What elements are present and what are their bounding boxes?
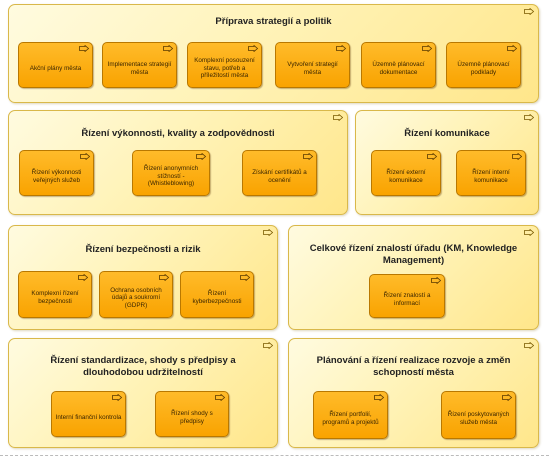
function-box[interactable]: Řízení interní komunikace: [456, 150, 526, 196]
group-communication: Řízení komunikace Řízení externí komunik…: [355, 110, 539, 215]
function-label: Řízení portfolií, programů a projektů: [322, 410, 379, 426]
function-label: Řízení anonymních stížností - (Whistlebl…: [143, 165, 199, 188]
function-label: Ochrana osobních údajů a soukromí (GDPR): [110, 286, 162, 309]
function-label: Implementace strategií města: [107, 60, 172, 76]
function-box[interactable]: Řízení výkonnosti veřejných služeb: [19, 150, 94, 196]
function-box[interactable]: Akční plány města: [18, 42, 93, 88]
function-arrow-icon: [163, 45, 173, 52]
function-label: Vytvoření strategií města: [287, 60, 338, 76]
function-box[interactable]: Řízení shody s předpisy: [155, 391, 229, 437]
function-label: Akční plány města: [29, 64, 82, 72]
function-box[interactable]: Implementace strategií města: [102, 42, 177, 88]
group-title: Řízení výkonnosti, kvality a zodpovědnos…: [81, 128, 275, 139]
function-arrow-icon: [374, 394, 384, 401]
function-label: Řízení poskytovaných služeb města: [447, 410, 510, 426]
group-development-planning: Plánování a řízení realizace rozvoje a z…: [288, 338, 539, 448]
function-box[interactable]: Řízení portfolií, programů a projektů: [313, 391, 388, 439]
function-box[interactable]: Řízení kyberbezpečnosti: [180, 271, 254, 318]
function-arrow-icon: [263, 229, 273, 236]
function-box[interactable]: Územně plánovací podklady: [446, 42, 521, 88]
function-arrow-icon: [524, 342, 534, 349]
group-strategy-preparation: Příprava strategií a politik Akční plány…: [8, 4, 539, 103]
group-knowledge-management: Celkové řízení znalostí úřadu (KM, Knowl…: [288, 225, 539, 330]
function-box[interactable]: Ochrana osobních údajů a soukromí (GDPR): [99, 271, 173, 318]
group-title: Řízení bezpečnosti a rizik: [85, 244, 201, 255]
function-arrow-icon: [512, 153, 522, 160]
function-box[interactable]: Řízení znalostí a informací: [369, 274, 445, 318]
group-title: Příprava strategií a politik: [215, 16, 332, 27]
group-standardization-compliance: Řízení standardizace, shody s předpisy a…: [8, 338, 278, 448]
function-box[interactable]: Interní finanční kontrola: [51, 391, 126, 437]
function-box[interactable]: Získání certifikátů a ocenění: [242, 150, 317, 196]
function-arrow-icon: [524, 229, 534, 236]
divider: [0, 455, 549, 456]
function-box[interactable]: Komplexní posouzení stavu, potřeb a příl…: [187, 42, 262, 88]
function-arrow-icon: [422, 45, 432, 52]
function-label: Interní finanční kontrola: [55, 413, 122, 421]
function-arrow-icon: [507, 45, 517, 52]
function-label: Řízení výkonnosti veřejných služeb: [31, 168, 82, 184]
function-box[interactable]: Vytvoření strategií města: [275, 42, 350, 88]
function-arrow-icon: [112, 394, 122, 401]
group-title: Celkové řízení znalostí úřadu (KM, Knowl…: [309, 243, 518, 266]
function-label: Řízení externí komunikace: [386, 168, 426, 184]
function-arrow-icon: [333, 114, 343, 121]
group-title: Plánování a řízení realizace rozvoje a z…: [316, 355, 511, 378]
group-title: Řízení standardizace, shody s předpisy a…: [50, 355, 236, 378]
function-box[interactable]: Řízení poskytovaných služeb města: [441, 391, 516, 439]
function-box[interactable]: Řízení externí komunikace: [371, 150, 441, 196]
function-arrow-icon: [263, 342, 273, 349]
function-arrow-icon: [427, 153, 437, 160]
function-label: Řízení shody s předpisy: [171, 409, 213, 425]
group-title: Řízení komunikace: [404, 128, 490, 139]
function-box[interactable]: Komplexní řízení bezpečnosti: [18, 271, 92, 318]
function-arrow-icon: [196, 153, 206, 160]
function-arrow-icon: [431, 277, 441, 284]
function-arrow-icon: [159, 274, 169, 281]
function-label: Řízení interní komunikace: [472, 168, 510, 184]
function-box[interactable]: Územně plánovací dokumentace: [361, 42, 436, 88]
function-arrow-icon: [502, 394, 512, 401]
function-arrow-icon: [303, 153, 313, 160]
function-arrow-icon: [215, 394, 225, 401]
function-label: Územně plánovací podklady: [457, 60, 510, 76]
function-arrow-icon: [524, 114, 534, 121]
group-security-risk: Řízení bezpečnosti a rizik Komplexní říz…: [8, 225, 278, 330]
function-arrow-icon: [336, 45, 346, 52]
function-arrow-icon: [524, 8, 534, 15]
function-arrow-icon: [78, 274, 88, 281]
function-arrow-icon: [79, 45, 89, 52]
function-arrow-icon: [248, 45, 258, 52]
function-label: Územně plánovací dokumentace: [372, 60, 425, 76]
function-arrow-icon: [80, 153, 90, 160]
function-label: Získání certifikátů a ocenění: [252, 168, 307, 184]
group-performance-quality: Řízení výkonnosti, kvality a zodpovědnos…: [8, 110, 348, 215]
function-label: Řízení znalostí a informací: [383, 291, 431, 307]
function-box[interactable]: Řízení anonymních stížností - (Whistlebl…: [132, 150, 210, 196]
function-label: Komplexní posouzení stavu, potřeb a příl…: [194, 57, 255, 80]
function-arrow-icon: [240, 274, 250, 281]
function-label: Řízení kyberbezpečnosti: [192, 290, 242, 305]
function-label: Komplexní řízení bezpečnosti: [31, 290, 79, 305]
